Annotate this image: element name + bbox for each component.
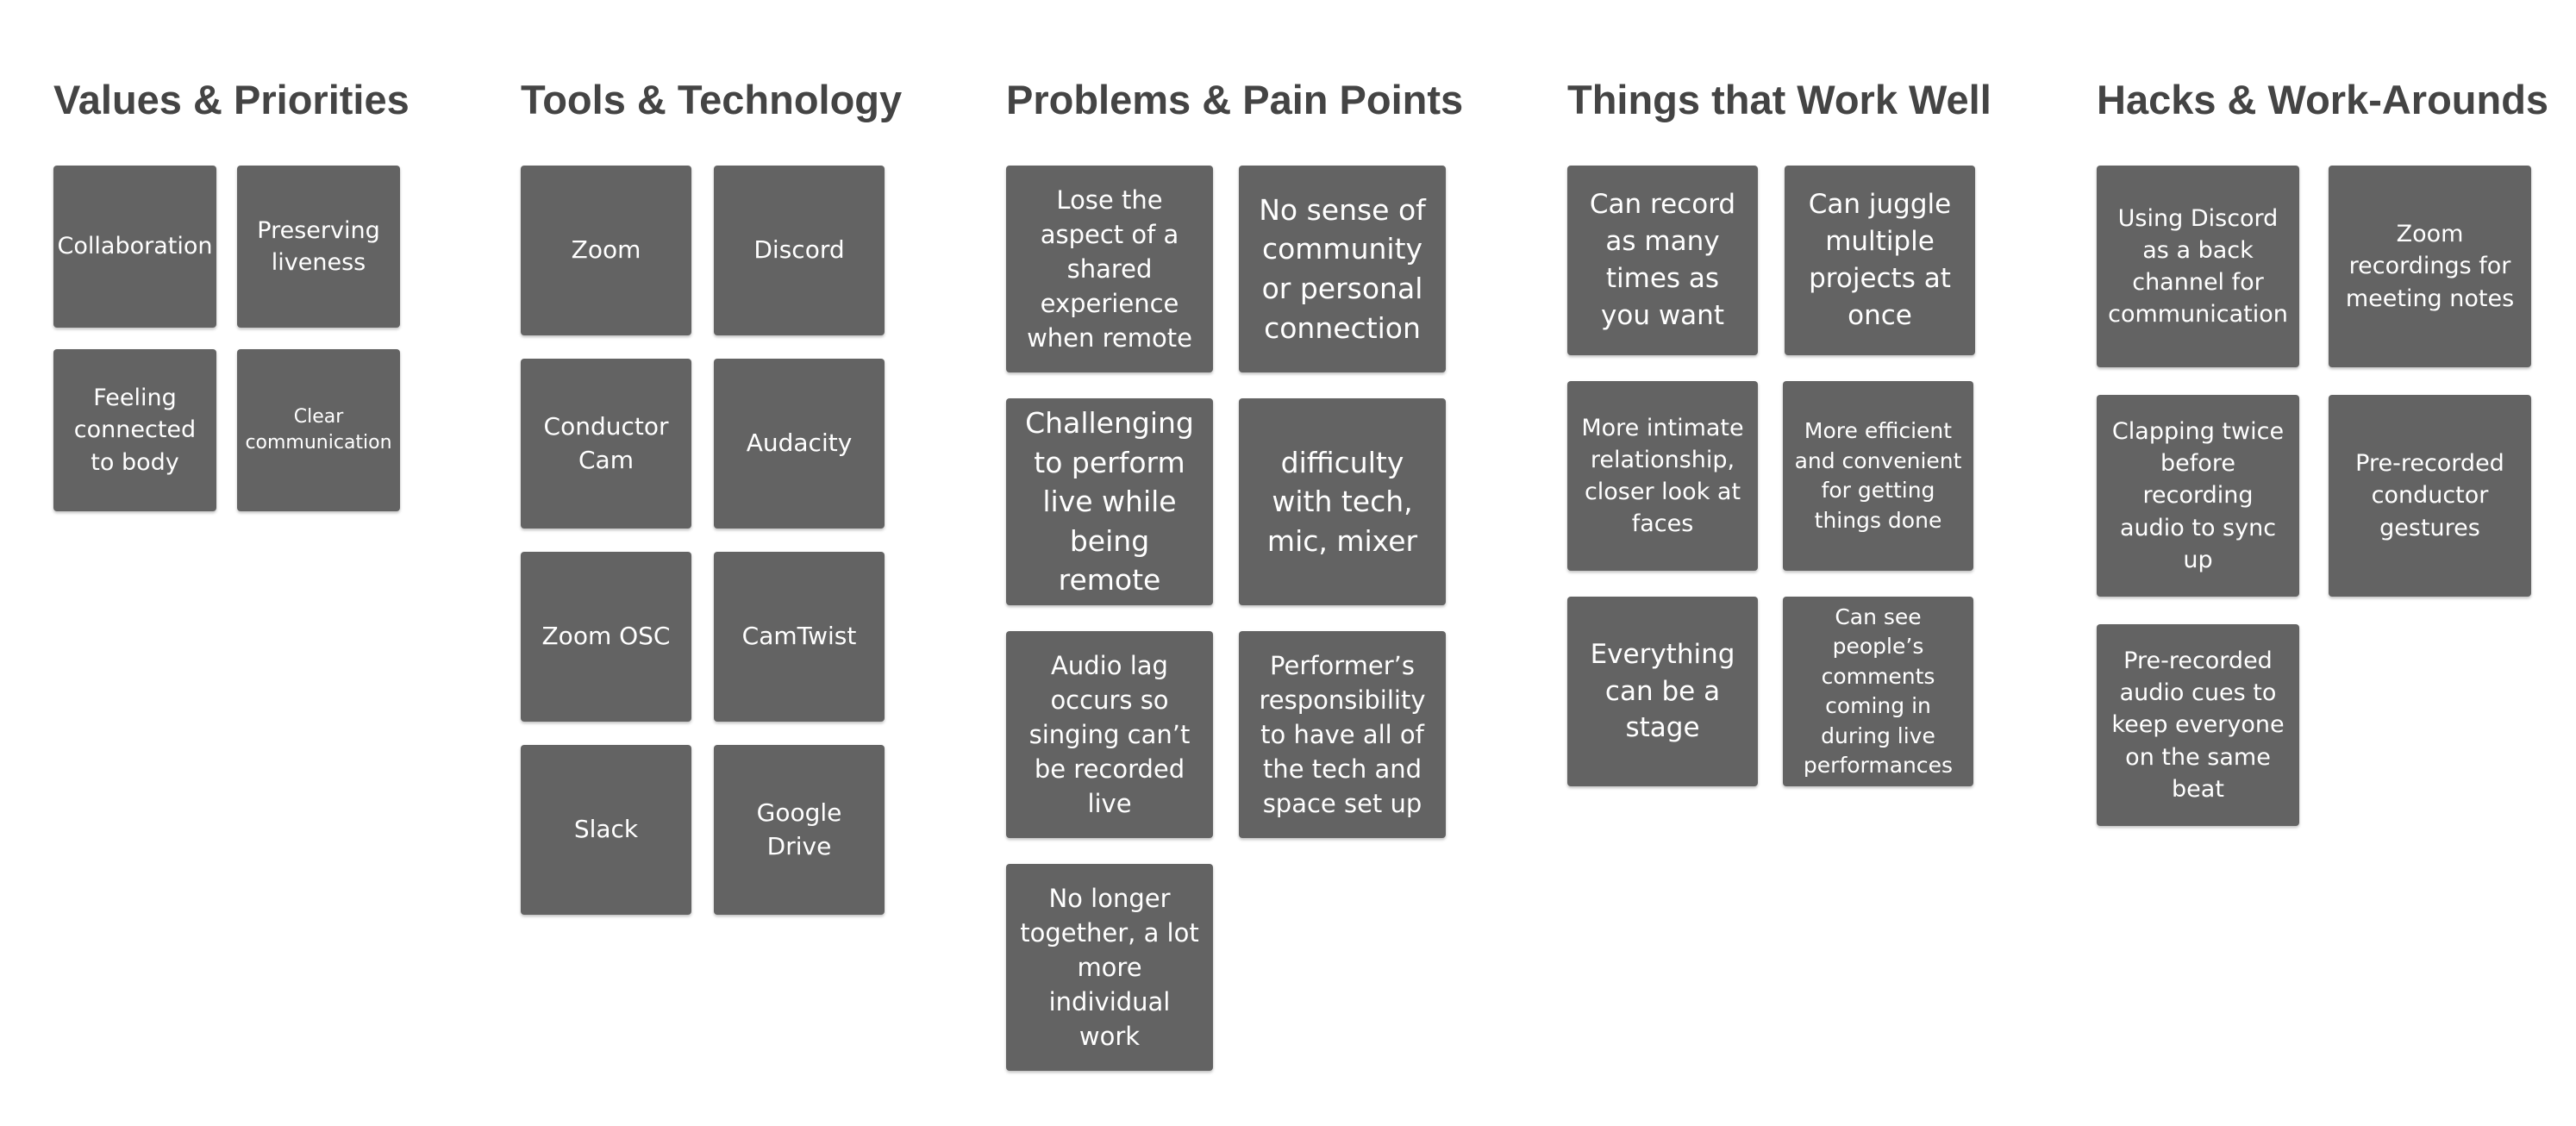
note-text: Pre-recorded audio cues to keep everyone… [2111, 647, 2285, 803]
group-title-values: Values & Priorities [53, 77, 410, 122]
sticky-note[interactable]: Collaboration [53, 166, 216, 328]
sticky-note[interactable]: Zoom [521, 166, 691, 335]
note-text: Can juggle multiple projects at once [1808, 189, 1952, 331]
sticky-note[interactable]: Can juggle multiple projects at once [1785, 166, 1975, 355]
note-text: Google Drive [756, 798, 842, 860]
note-text: Feeling connected to body [73, 385, 197, 476]
note-text: CamTwist [741, 622, 857, 651]
note-text: Using Discord as a back channel for comm… [2108, 204, 2288, 328]
note-text: More intimate relationship, closer look … [1581, 414, 1744, 538]
note-text: Challenging to perform live while being … [1025, 406, 1194, 597]
sticky-note[interactable]: Using Discord as a back channel for comm… [2097, 166, 2299, 367]
sticky-note[interactable]: No sense of community or personal connec… [1239, 166, 1446, 372]
sticky-note[interactable]: Slack [521, 745, 691, 915]
group-title-tools: Tools & Technology [521, 77, 903, 122]
sticky-note[interactable]: Everything can be a stage [1567, 597, 1758, 786]
note-text: Lose the aspect of a shared experience w… [1027, 185, 1192, 353]
note-text: Collaboration [57, 233, 213, 260]
note-text: Zoom OSC [541, 622, 671, 651]
sticky-note[interactable]: Zoom OSC [521, 552, 691, 722]
note-text: Conductor Cam [543, 411, 669, 474]
note-text: Everything can be a stage [1590, 638, 1735, 744]
sticky-note[interactable]: Conductor Cam [521, 359, 691, 529]
sticky-note[interactable]: Zoom recordings for meeting notes [2329, 166, 2531, 367]
sticky-note[interactable]: No longer together, a lot more individua… [1006, 864, 1213, 1071]
sticky-note[interactable]: More efficient and convenient for gettin… [1783, 381, 1973, 571]
note-text: Pre-recorded conductor gestures [2355, 450, 2504, 541]
note-text: Preserving liveness [257, 216, 380, 276]
sticky-note[interactable]: CamTwist [714, 552, 885, 722]
sticky-note[interactable]: Challenging to perform live while being … [1006, 398, 1213, 605]
sticky-note[interactable]: difficulty with tech, mic, mixer [1239, 398, 1446, 605]
sticky-note[interactable]: Can see people’s comments coming in duri… [1783, 597, 1973, 786]
note-text: No sense of community or personal connec… [1259, 192, 1426, 345]
note-text: Zoom [571, 235, 641, 265]
sticky-note[interactable]: Audacity [714, 359, 885, 529]
note-text: Clear communication [245, 405, 392, 454]
note-text: Audacity [746, 429, 853, 458]
sticky-note[interactable]: More intimate relationship, closer look … [1567, 381, 1758, 571]
note-text: Performer’s responsibility to have all o… [1259, 650, 1426, 819]
note-text: Discord [753, 235, 845, 265]
note-text: difficulty with tech, mic, mixer [1266, 445, 1418, 558]
sticky-note[interactable]: Lose the aspect of a shared experience w… [1006, 166, 1213, 372]
note-text: Can record as many times as you want [1589, 189, 1736, 331]
group-title-problems: Problems & Pain Points [1006, 77, 1464, 122]
group-title-works-well: Things that Work Well [1567, 77, 1991, 122]
sticky-note[interactable]: Pre-recorded conductor gestures [2329, 395, 2531, 597]
sticky-note[interactable]: Clear communication [237, 349, 400, 511]
sticky-note[interactable]: Preserving liveness [237, 166, 400, 328]
sticky-note[interactable]: Google Drive [714, 745, 885, 915]
note-text: Clapping twice before recording audio to… [2111, 417, 2285, 573]
sticky-note[interactable]: Feeling connected to body [53, 349, 216, 511]
sticky-note[interactable]: Pre-recorded audio cues to keep everyone… [2097, 624, 2299, 826]
note-text: No longer together, a lot more individua… [1020, 883, 1199, 1052]
sticky-note[interactable]: Audio lag occurs so singing can’t be rec… [1006, 631, 1213, 838]
note-text: Audio lag occurs so singing can’t be rec… [1029, 650, 1191, 819]
note-text: Slack [573, 815, 639, 844]
group-title-hacks: Hacks & Work-Arounds [2097, 77, 2549, 122]
note-text: More efficient and convenient for gettin… [1794, 418, 1962, 533]
sticky-note[interactable]: Performer’s responsibility to have all o… [1239, 631, 1446, 838]
note-text: Can see people’s comments coming in duri… [1803, 604, 1954, 779]
sticky-note[interactable]: Can record as many times as you want [1567, 166, 1758, 355]
sticky-note[interactable]: Discord [714, 166, 885, 335]
sticky-note[interactable]: Clapping twice before recording audio to… [2097, 395, 2299, 597]
note-text: Zoom recordings for meeting notes [2345, 221, 2515, 312]
